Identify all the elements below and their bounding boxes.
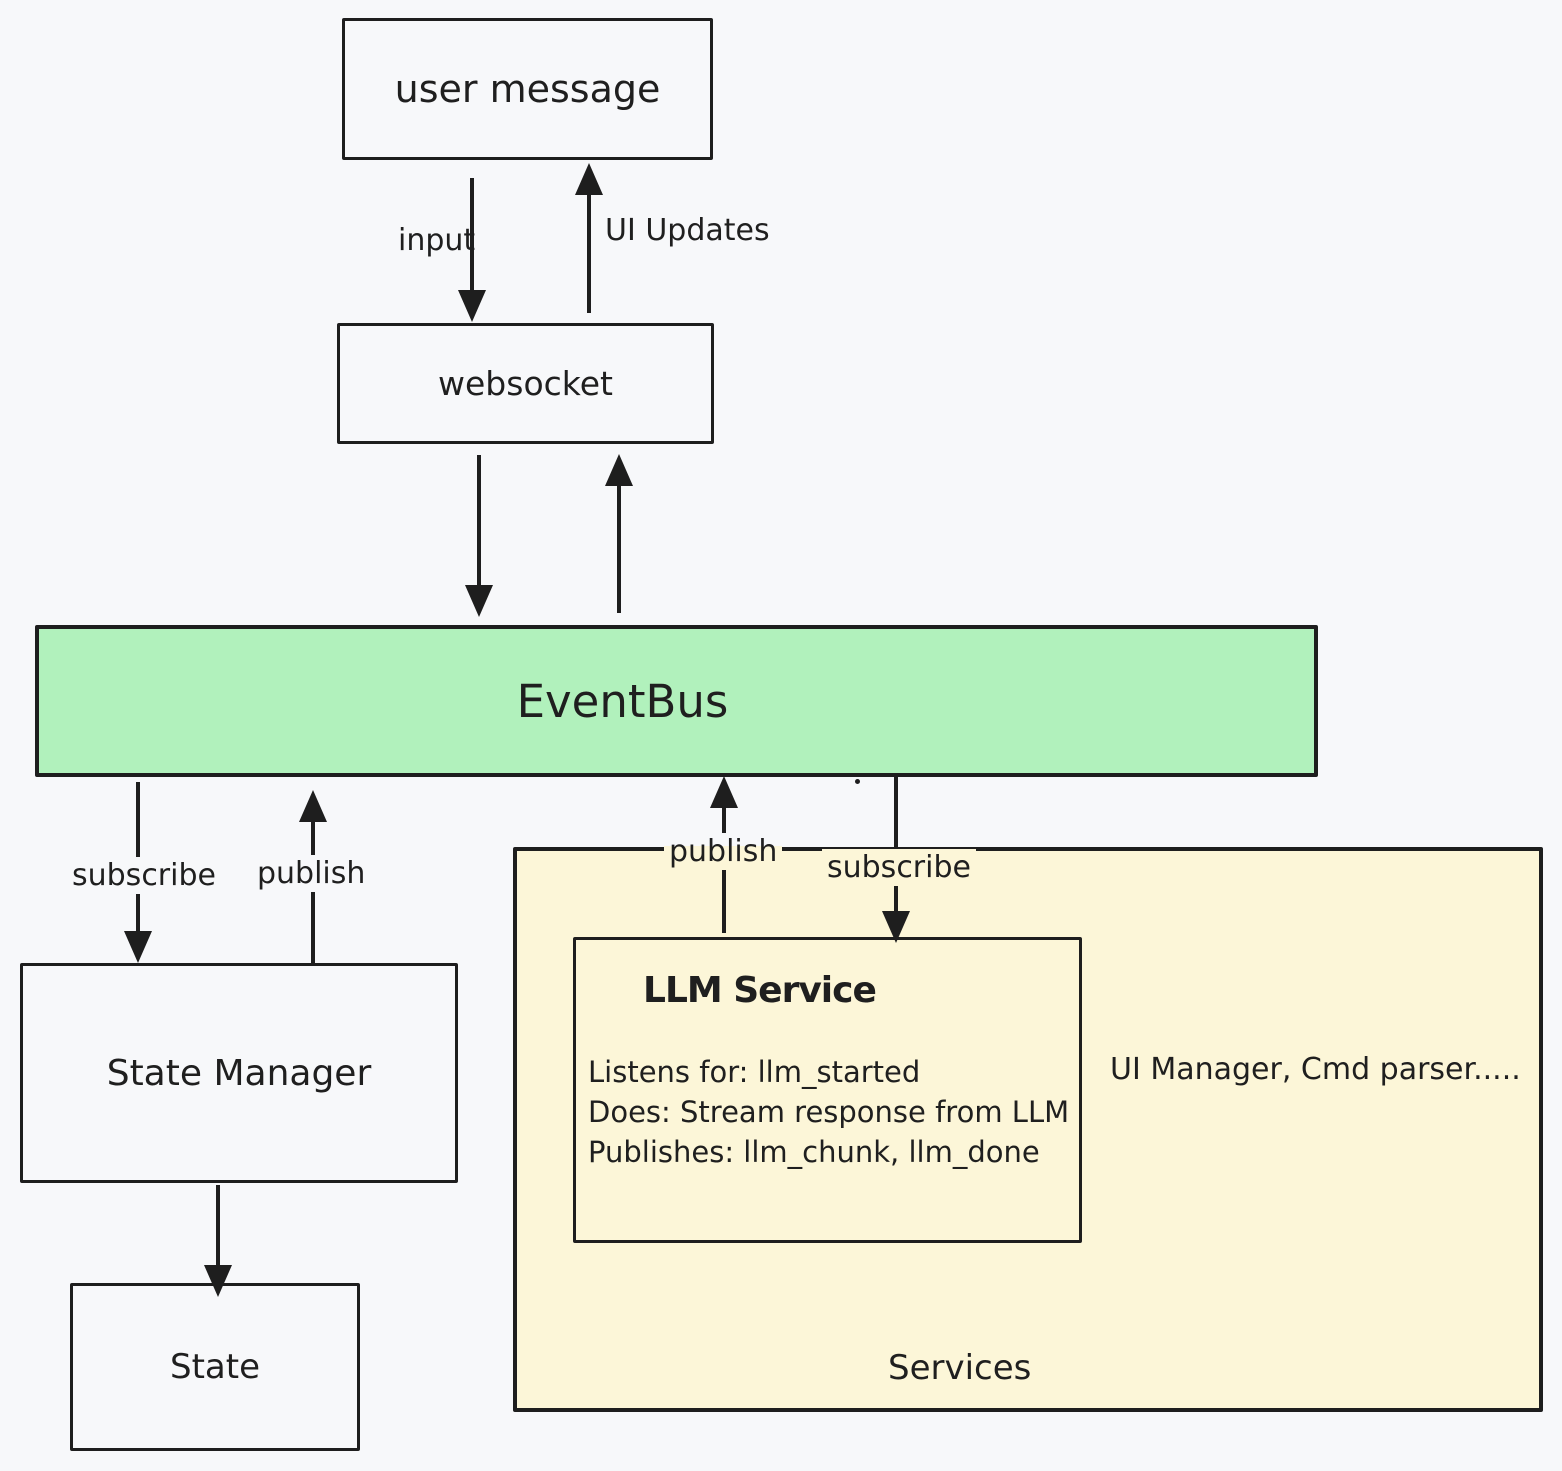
event-bus-label: EventBus bbox=[516, 674, 729, 728]
arrow-line bbox=[216, 1185, 220, 1265]
services-note: UI Manager, Cmd parser..... bbox=[1110, 1052, 1521, 1087]
arrowhead-up-icon bbox=[605, 454, 633, 486]
arrow-line bbox=[136, 782, 140, 931]
arrow-line bbox=[311, 822, 315, 965]
llm-service-details: Listens for: llm_started Does: Stream re… bbox=[588, 1052, 1069, 1172]
arrow-line bbox=[477, 455, 481, 585]
stray-dot bbox=[855, 779, 860, 784]
arrowhead-down-icon bbox=[204, 1265, 232, 1297]
arrowhead-down-icon bbox=[458, 290, 486, 322]
state-node: State bbox=[70, 1283, 360, 1451]
arrowhead-down-icon bbox=[124, 931, 152, 963]
llm-service-listens-line: Listens for: llm_started bbox=[588, 1055, 921, 1089]
event-bus-node: EventBus bbox=[35, 625, 1318, 777]
llm-service-title: LLM Service bbox=[643, 970, 877, 1011]
arrow-line bbox=[894, 774, 898, 911]
arrow-line bbox=[722, 808, 726, 933]
arrowhead-up-icon bbox=[575, 163, 603, 195]
arrowhead-up-icon bbox=[299, 790, 327, 822]
arrow-line bbox=[617, 486, 621, 613]
arrowhead-down-icon bbox=[882, 911, 910, 943]
llm-service-node: LLM Service Listens for: llm_started Doe… bbox=[573, 937, 1082, 1243]
arrow-line bbox=[587, 195, 591, 313]
llm-service-publishes-line: Publishes: llm_chunk, llm_done bbox=[588, 1135, 1040, 1169]
state-manager-label: State Manager bbox=[106, 1052, 372, 1094]
edge-label-services-subscribe: subscribe bbox=[822, 849, 976, 886]
llm-service-does-line: Does: Stream response from LLM bbox=[588, 1095, 1070, 1129]
edge-label-input: input bbox=[398, 223, 476, 258]
arrow-line bbox=[470, 178, 474, 290]
edge-label-services-publish: publish bbox=[664, 833, 783, 870]
state-label: State bbox=[170, 1347, 260, 1387]
edge-label-ui-updates: UI Updates bbox=[605, 213, 770, 248]
services-group-label: Services bbox=[888, 1348, 1032, 1388]
arrowhead-down-icon bbox=[465, 585, 493, 617]
user-message-label: user message bbox=[394, 67, 661, 111]
arrowhead-up-icon bbox=[710, 776, 738, 808]
edge-label-state-publish: publish bbox=[252, 855, 371, 892]
websocket-label: websocket bbox=[438, 364, 613, 403]
websocket-node: websocket bbox=[337, 323, 714, 444]
state-manager-node: State Manager bbox=[20, 963, 458, 1183]
edge-label-state-subscribe: subscribe bbox=[67, 857, 221, 894]
user-message-node: user message bbox=[342, 18, 713, 160]
services-group-node: UI Manager, Cmd parser..... Services bbox=[513, 847, 1543, 1412]
